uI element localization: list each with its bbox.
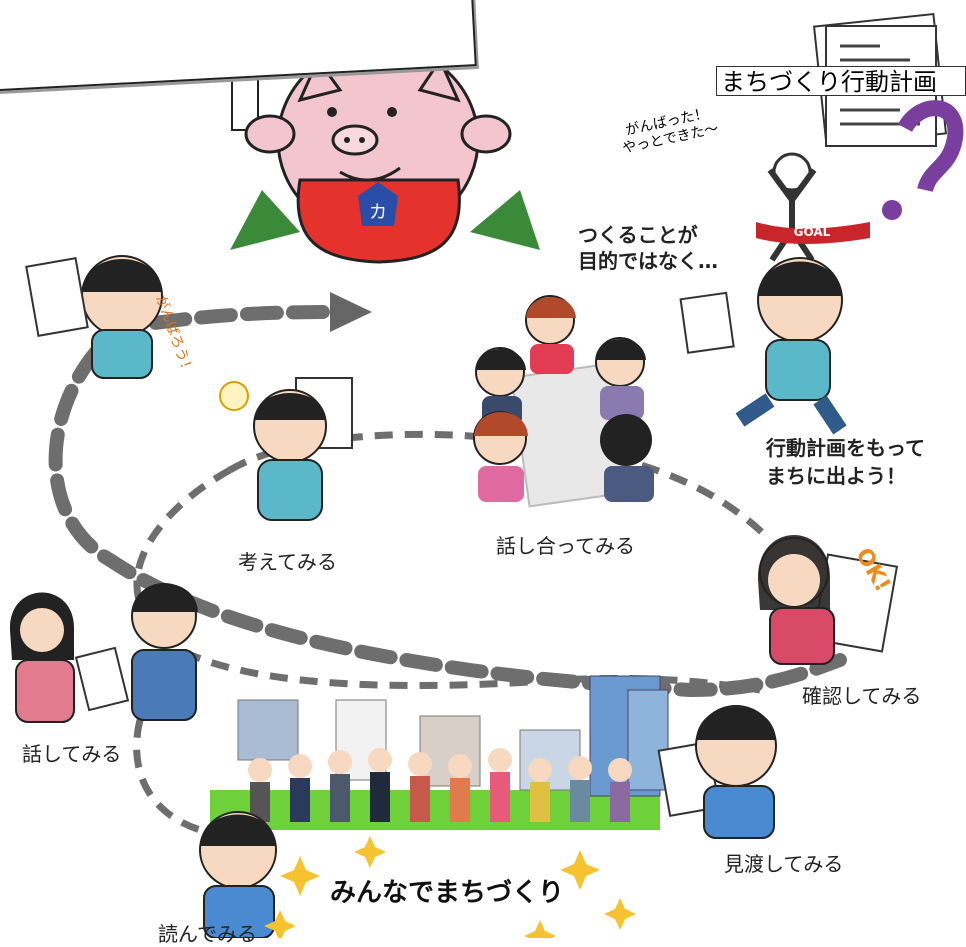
question-mark: [897, 100, 964, 193]
step-discuss: 話し合ってみる: [496, 534, 635, 558]
goal-runner: [767, 152, 817, 262]
message-top: つくることが 目的ではなく…: [578, 223, 718, 273]
man-cheering: [25, 255, 163, 379]
pair-talking: [9, 583, 198, 723]
meeting-group: [473, 295, 654, 508]
step-overview: 見渡してみる: [724, 852, 844, 876]
step-think: 考えてみる: [238, 550, 337, 574]
man-thinking: [219, 377, 353, 521]
woman-confirming: [757, 535, 899, 665]
svg-text:GOAL: GOAL: [794, 225, 831, 239]
sparkle-stars: [264, 836, 636, 938]
man-walking: [679, 257, 847, 435]
title-main: つくる: [108, 0, 230, 12]
community-label: みんなでまちづくり: [330, 878, 565, 908]
message-action: 行動計画をもって まちに出よう！: [766, 436, 925, 488]
step-talk: 話してみる: [22, 742, 122, 766]
arrow-head: [330, 292, 372, 332]
step-confirm: 確認してみる: [802, 684, 922, 708]
man-overviewing: [657, 705, 777, 839]
plan-label: まちづくり行動計画: [716, 66, 966, 96]
step-read: 読んでみる: [158, 922, 257, 946]
goal-tape: [756, 222, 870, 244]
pig-mascot: カ: [230, 43, 540, 264]
community-town: [210, 675, 669, 830]
man-reading: [199, 811, 277, 938]
mascot-emblem: カ: [369, 202, 387, 223]
lightbulb-icon: [219, 381, 249, 411]
